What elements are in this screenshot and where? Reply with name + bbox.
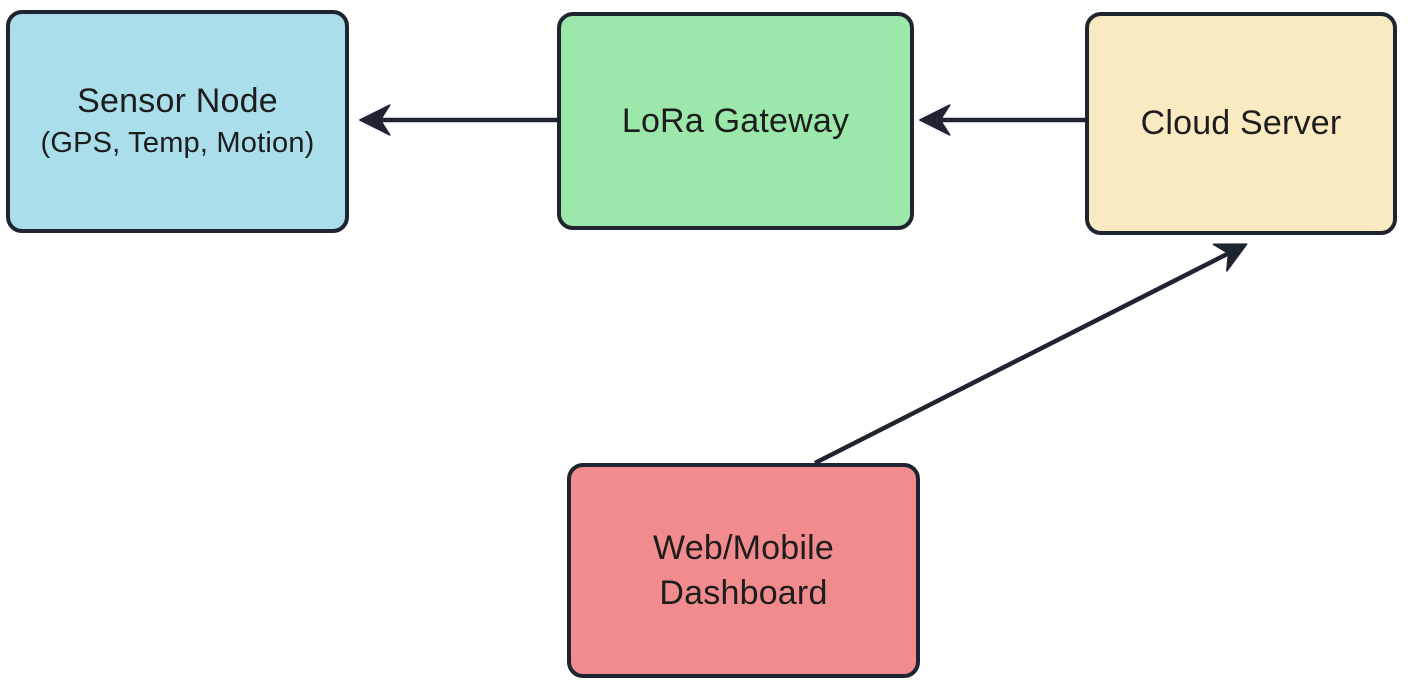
node-sensor: Sensor Node (GPS, Temp, Motion) <box>6 10 349 233</box>
node-gateway: LoRa Gateway <box>557 12 914 230</box>
node-cloud-title: Cloud Server <box>1140 104 1342 143</box>
node-sensor-title: Sensor Node <box>77 82 278 121</box>
node-cloud: Cloud Server <box>1085 12 1397 235</box>
edge-dashboard-to-cloud <box>813 243 1248 466</box>
node-dashboard: Web/Mobile Dashboard <box>567 463 920 678</box>
node-sensor-subtitle: (GPS, Temp, Motion) <box>40 127 315 160</box>
node-dashboard-title: Web/Mobile Dashboard <box>653 528 834 612</box>
node-gateway-title: LoRa Gateway <box>621 101 850 140</box>
